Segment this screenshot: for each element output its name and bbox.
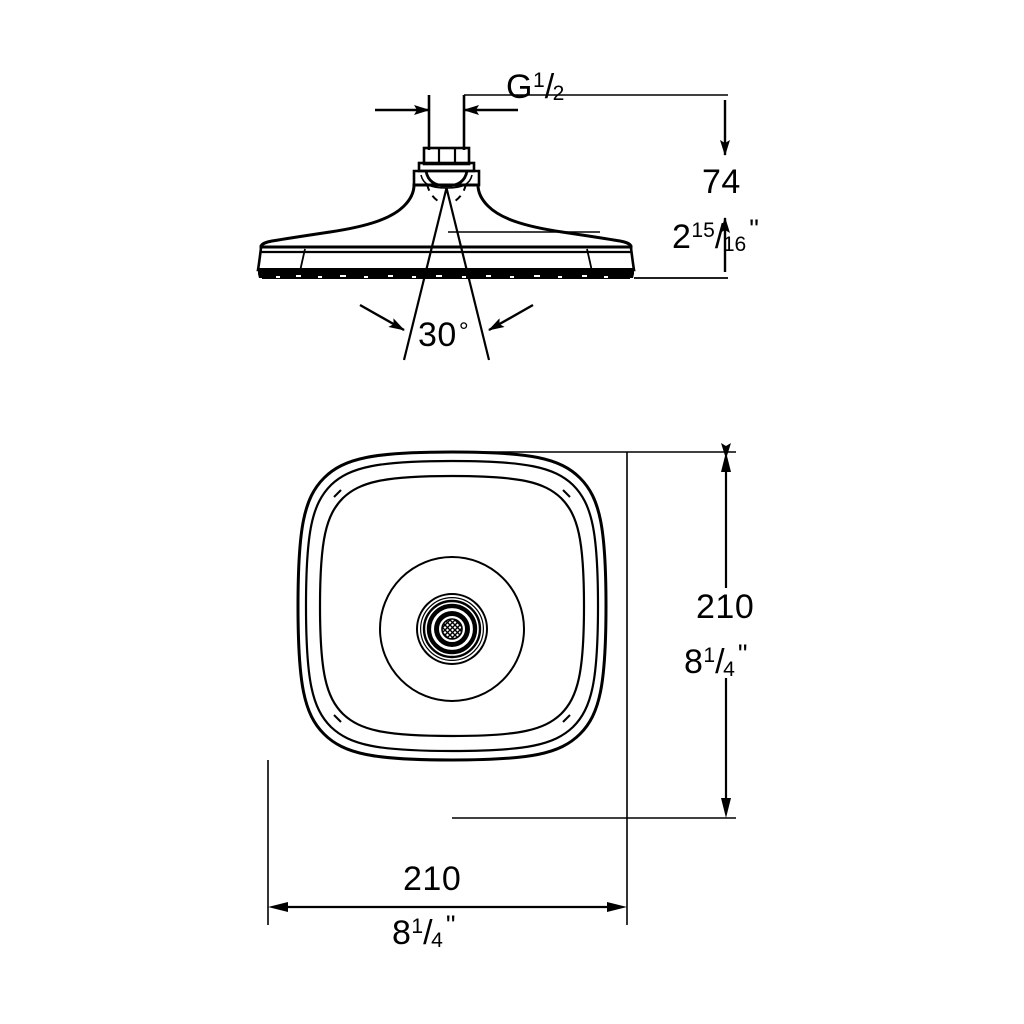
width-imperial-label: 81/4" <box>392 911 455 952</box>
spray-cone-lines <box>402 187 491 361</box>
nozzle-outlet <box>416 593 488 665</box>
height-imperial-label: 215/16" <box>672 215 759 256</box>
depth-imperial-denominator: 4 <box>723 657 735 681</box>
depth-imperial-numerator: 1 <box>703 644 716 668</box>
thread-prefix: G <box>506 68 533 106</box>
depth-metric-label: 210 <box>696 590 754 624</box>
spray-face-texture <box>262 274 630 279</box>
height-imperial-denominator: 16 <box>722 232 747 256</box>
width-metric-label: 210 <box>403 862 461 896</box>
depth-imperial-label: 81/4" <box>684 640 747 681</box>
spray-angle-label: 30° <box>418 316 470 354</box>
shower-head-body <box>256 183 728 279</box>
width-imperial-whole: 8 <box>392 914 412 952</box>
thread-numerator: 1 <box>532 69 545 93</box>
height-dimension <box>464 94 730 279</box>
width-inch-mark: " <box>445 908 456 940</box>
width-imperial-denominator: 4 <box>431 928 443 952</box>
depth-imperial-whole: 8 <box>684 643 704 681</box>
width-imperial-numerator: 1 <box>411 915 424 939</box>
height-imperial-whole: 2 <box>672 218 692 256</box>
depth-metric-value: 210 <box>696 588 755 626</box>
degree-symbol: ° <box>458 317 470 345</box>
corner-tick-marks <box>333 489 571 723</box>
thread-inlet <box>427 95 466 150</box>
depth-dimension <box>452 443 736 819</box>
height-metric-value: 74 <box>702 163 741 201</box>
thread-denominator: 2 <box>552 82 565 106</box>
spray-angle-arrows <box>359 303 534 332</box>
hex-nut <box>417 146 476 173</box>
bottom-plan-view <box>267 443 736 925</box>
height-imperial-slash: / <box>714 218 725 256</box>
width-dimension <box>267 452 628 925</box>
depth-imperial-slash: / <box>715 643 726 681</box>
height-metric-label: 74 <box>702 165 741 199</box>
width-metric-value: 210 <box>403 860 462 898</box>
spray-angle-value: 30 <box>418 316 457 354</box>
height-inch-mark: " <box>749 212 760 244</box>
height-imperial-numerator: 15 <box>691 219 715 243</box>
side-elevation-view <box>256 94 730 361</box>
width-imperial-slash: / <box>423 914 434 952</box>
thread-dimension-label: G1/2 <box>506 70 566 104</box>
thread-slash: / <box>544 68 555 106</box>
depth-inch-mark: " <box>737 637 748 669</box>
